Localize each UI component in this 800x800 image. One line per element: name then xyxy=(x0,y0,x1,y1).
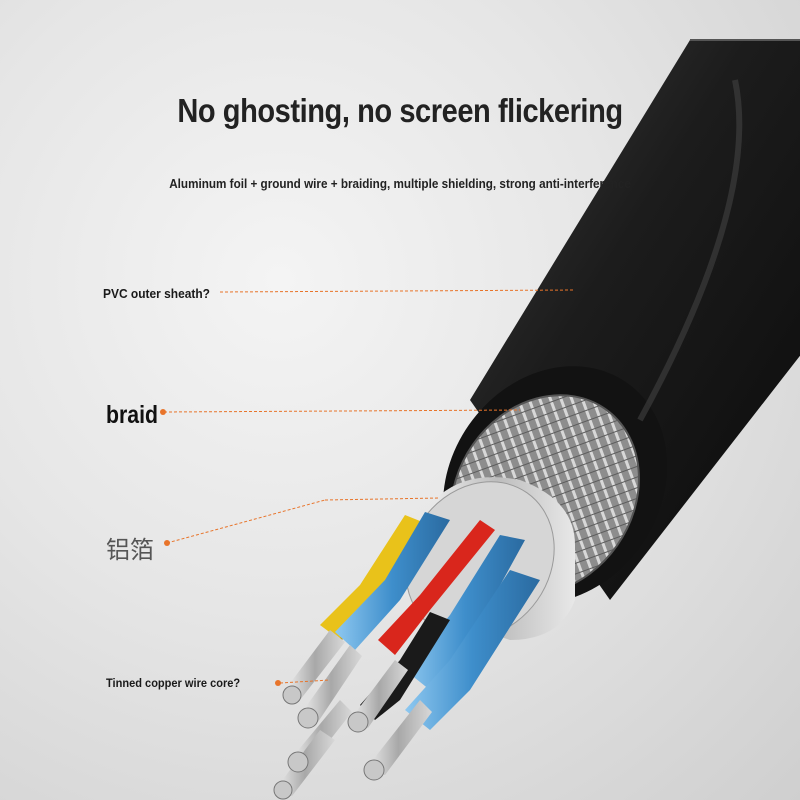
red-wire xyxy=(378,520,495,655)
headline: No ghosting, no screen flickering xyxy=(177,92,623,129)
blue-wire-right xyxy=(405,570,540,730)
wire-core-ends xyxy=(273,685,385,800)
label-pvc-outer-sheath: PVC outer sheath? xyxy=(103,286,210,301)
yellow-wire xyxy=(320,515,430,640)
label-tinned-copper-core: Tinned copper wire core? xyxy=(106,676,241,690)
subheadline: Aluminum foil + ground wire + braiding, … xyxy=(169,176,631,191)
blue-wire-center xyxy=(405,535,525,690)
leader-lines xyxy=(163,289,576,684)
label-aluminum-foil: 铝箔 xyxy=(106,537,154,564)
label-braid: braid xyxy=(106,401,158,429)
blue-wire-left xyxy=(335,512,450,650)
leader-dots xyxy=(160,409,281,686)
